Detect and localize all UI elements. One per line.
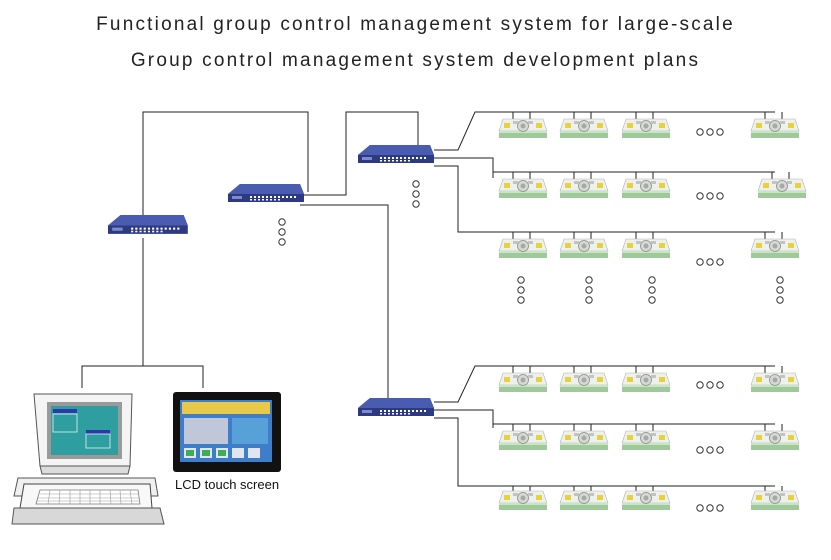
controller-module (621, 238, 671, 259)
controller-module (559, 430, 609, 451)
controller-module (750, 490, 800, 511)
main-switch (108, 215, 188, 234)
controller-module (621, 372, 671, 393)
controller-module (750, 118, 800, 139)
upper-group-more-icons (517, 128, 784, 304)
controller-module (559, 118, 609, 139)
controller-module (750, 372, 800, 393)
controller-module (559, 178, 609, 199)
controller-module (621, 490, 671, 511)
controller-module (498, 372, 548, 393)
core-switch-more-icon (278, 218, 286, 246)
core-switch (228, 184, 304, 202)
title-line-2: Group control management system developm… (130, 50, 701, 71)
connection-lines (81, 111, 419, 405)
controller-module (750, 430, 800, 451)
controller-module (621, 118, 671, 139)
upper-switch-more-icon (412, 180, 420, 208)
lower-group-modules (498, 372, 800, 511)
lcd-touch-screen-label: LCD touch screen (175, 477, 280, 492)
lcd-touch-screen-icon (173, 392, 281, 472)
controller-module (498, 490, 548, 511)
controller-module (621, 178, 671, 199)
lower-group-switch (358, 398, 434, 416)
controller-module (498, 430, 548, 451)
controller-module (559, 372, 609, 393)
controller-module (559, 490, 609, 511)
controller-module (498, 118, 548, 139)
controller-module (559, 238, 609, 259)
controller-module (757, 178, 807, 199)
lower-group-wiring (434, 365, 783, 492)
controller-module (498, 238, 548, 259)
title-line-1: Functional group control management syst… (96, 14, 735, 35)
upper-group-switch (358, 145, 434, 163)
controller-module (750, 238, 800, 259)
controller-module (621, 430, 671, 451)
controller-module (498, 178, 548, 199)
upper-group-wiring (434, 111, 790, 240)
desktop-computer-icon (11, 393, 165, 525)
lower-group-more-icons (696, 381, 724, 512)
